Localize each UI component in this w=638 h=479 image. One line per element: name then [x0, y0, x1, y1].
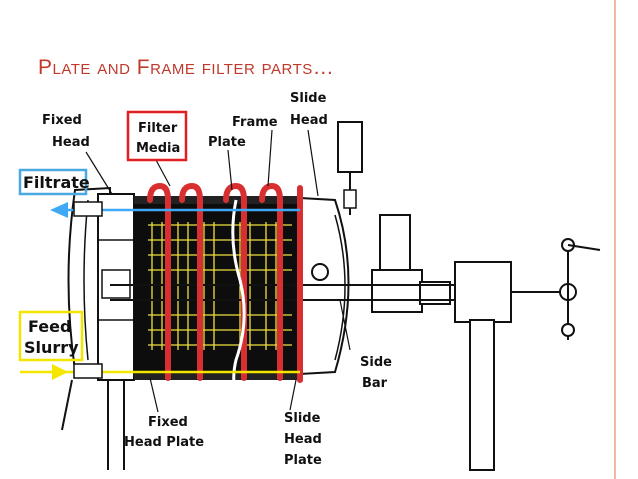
feed-slurry-arrow	[20, 363, 300, 380]
label-filter-media: Filter Media	[136, 121, 182, 156]
label-slide-head: Slide Head	[290, 91, 331, 128]
label-slide-head-plate: Slide Head Plate	[284, 411, 326, 468]
filtrate-box	[18, 168, 88, 196]
label-frame: Frame	[232, 115, 278, 130]
drain-tube	[231, 199, 246, 406]
leader-lines	[85, 129, 351, 413]
plate-pack	[134, 196, 302, 380]
slide-title: Plate and Frame filter parts…	[38, 56, 335, 79]
filter-media-box	[126, 110, 188, 162]
filtrate-arrow	[50, 201, 300, 218]
label-filtrate: Filtrate	[23, 173, 90, 192]
slide-head-assembly	[299, 121, 451, 376]
filter-plates	[147, 182, 303, 383]
feed-slurry-box	[18, 310, 84, 362]
hydraulic-ram	[454, 238, 601, 471]
label-plate: Plate	[208, 135, 246, 150]
slide-right-border	[614, 0, 616, 479]
label-side-bar: Side Bar	[360, 355, 396, 391]
label-fixed-head-plate: Fixed Head Plate	[124, 415, 204, 450]
label-feed-slurry: Feed Slurry	[24, 317, 79, 357]
label-fixed-head: Fixed Head	[42, 113, 90, 150]
